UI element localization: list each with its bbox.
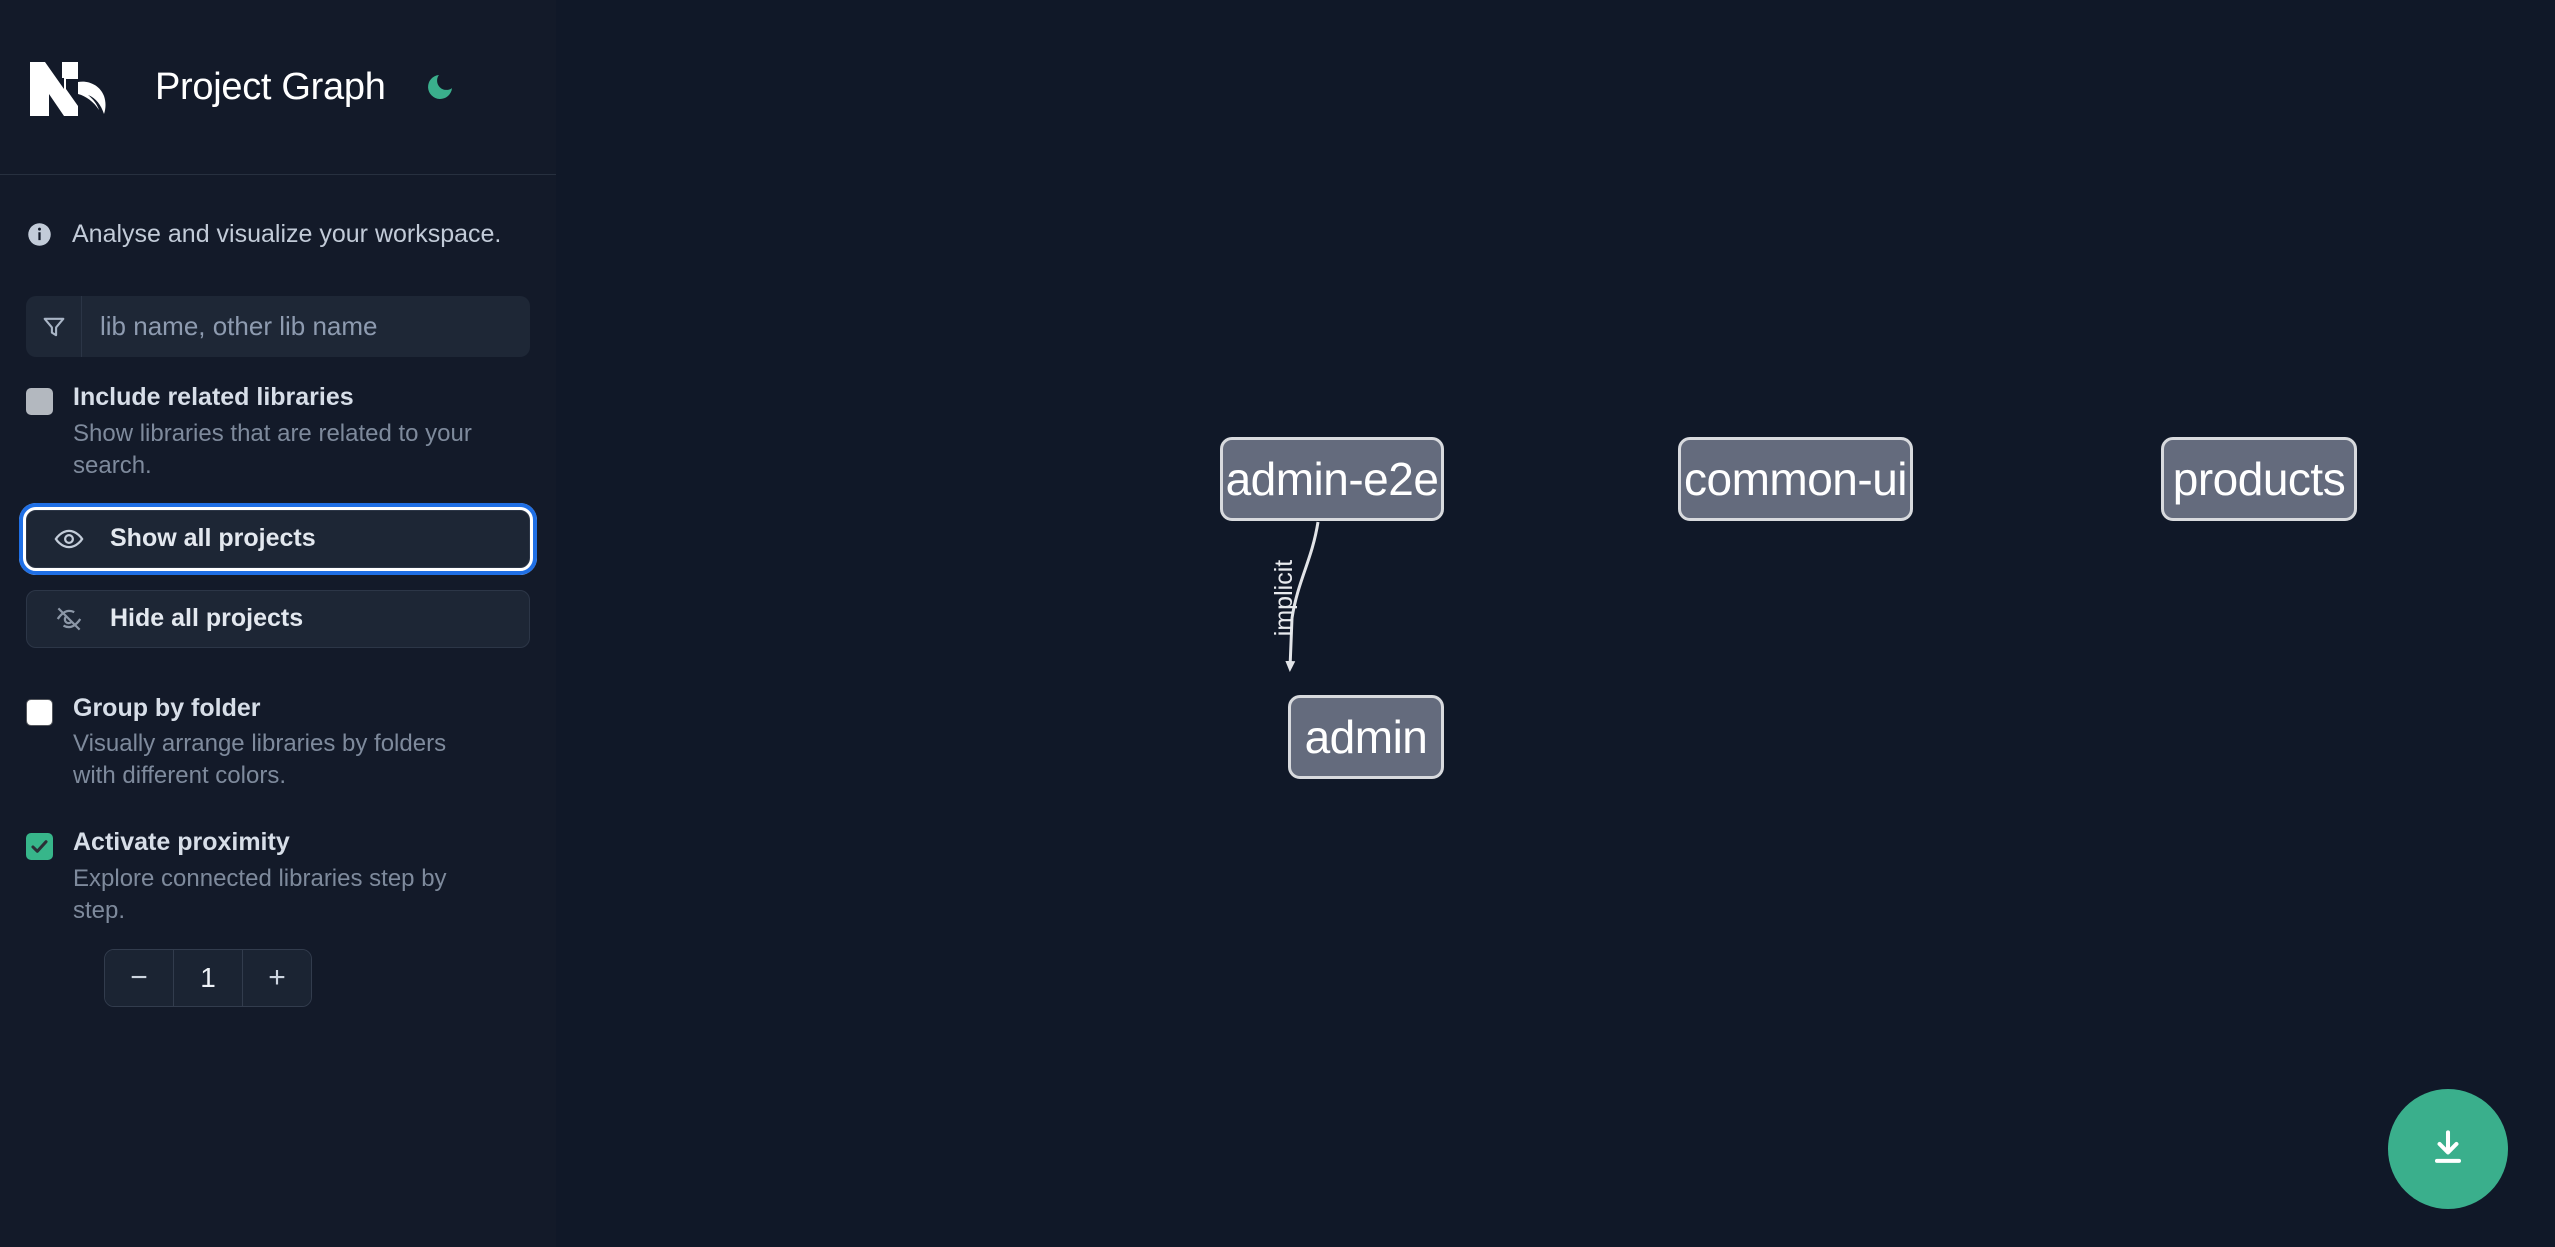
graph-node-admin[interactable]: admin [1288, 695, 1444, 779]
activate-proximity-checkbox[interactable] [26, 833, 53, 861]
search-box[interactable] [26, 296, 530, 357]
option-group-by-folder[interactable]: Group by folder Visually arrange librari… [0, 648, 556, 793]
option-description: Explore connected libraries step by step… [73, 864, 447, 924]
moon-icon[interactable] [420, 67, 460, 107]
proximity-increment-button[interactable]: + [243, 949, 311, 1006]
search-row [0, 249, 556, 357]
option-description: Visually arrange libraries by folders wi… [73, 730, 447, 790]
nx-logo-icon [26, 54, 122, 120]
page-title: Project Graph [155, 65, 386, 108]
info-icon [26, 221, 53, 248]
node-label: common-ui [1683, 453, 1908, 505]
node-label: admin [1304, 711, 1428, 763]
option-label: Group by folder [73, 693, 261, 722]
sidebar-body: Analyse and visualize your workspace. [0, 175, 556, 1007]
option-label: Include related libraries [73, 383, 354, 411]
tagline-text: Analyse and visualize your workspace. [72, 220, 502, 248]
proximity-stepper-wrap: − 1 + [0, 927, 556, 1007]
show-all-projects-button[interactable]: Show all projects [19, 502, 537, 575]
hide-all-projects-label: Hide all projects [110, 604, 304, 633]
search-input[interactable] [82, 296, 530, 357]
option-include-related-libraries[interactable]: Include related libraries Show libraries… [0, 357, 556, 482]
graph-node-products[interactable]: products [2161, 437, 2357, 521]
sidebar: Project Graph Analyse and visualize your… [0, 0, 556, 1247]
graph-edges: implicit implicit [1270, 521, 1320, 672]
eye-off-icon [54, 603, 86, 635]
eye-icon [54, 523, 86, 555]
hide-all-projects-button[interactable]: Hide all projects [26, 589, 530, 648]
filter-funnel-icon[interactable] [26, 296, 82, 357]
download-graph-button[interactable] [2388, 1089, 2508, 1209]
option-label: Activate proximity [73, 828, 290, 857]
option-description: Show libraries that are related to your … [73, 419, 472, 479]
download-icon [2426, 1126, 2470, 1173]
proximity-value: 1 [173, 949, 243, 1006]
svg-text:implicit: implicit [1270, 560, 1298, 636]
node-label: admin-e2e [1225, 453, 1439, 505]
projects-visibility-buttons: Show all projects Hide all projects [0, 482, 556, 648]
sidebar-header: Project Graph [0, 0, 556, 175]
proximity-stepper[interactable]: − 1 + [104, 948, 312, 1007]
tagline: Analyse and visualize your workspace. [0, 175, 556, 249]
graph-canvas[interactable]: implicit implicit admin-e2e common-ui pr… [556, 0, 2555, 1247]
include-related-libraries-checkbox[interactable] [26, 388, 53, 415]
group-by-folder-checkbox[interactable] [26, 698, 53, 726]
graph-node-common-ui[interactable]: common-ui [1678, 437, 1913, 521]
option-activate-proximity[interactable]: Activate proximity Explore connected lib… [0, 792, 556, 927]
graph-node-admin-e2e[interactable]: admin-e2e [1220, 437, 1444, 521]
proximity-decrement-button[interactable]: − [105, 949, 173, 1006]
node-label: products [2172, 453, 2346, 505]
show-all-projects-label: Show all projects [110, 524, 316, 553]
